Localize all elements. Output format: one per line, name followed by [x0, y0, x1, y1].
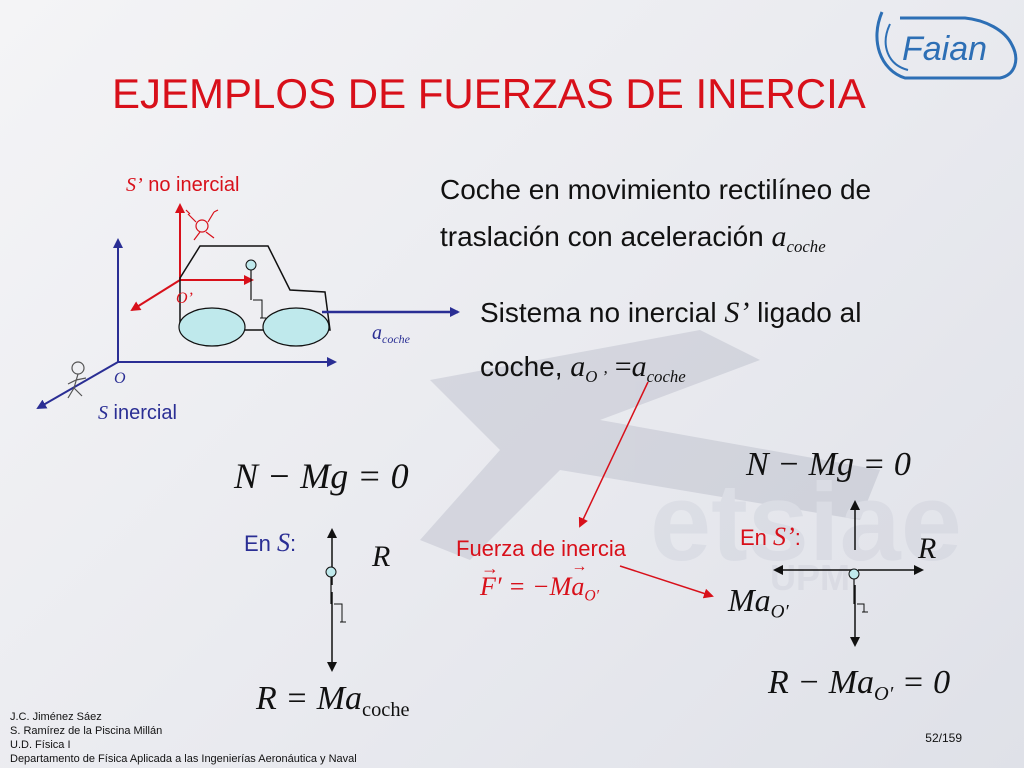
equation-n-mg-s: N − Mg = 0: [234, 456, 409, 496]
force-r-s-prime: R: [918, 532, 937, 565]
observer-s-icon: [67, 361, 87, 399]
svg-text:etsiae: etsiae: [650, 461, 962, 584]
free-body-diagram-s: [325, 528, 346, 672]
footer-credits: J.C. Jiménez Sáez S. Ramírez de la Pisci…: [10, 710, 357, 766]
footer-line: Departamento de Física Aplicada a las In…: [10, 753, 357, 765]
footer-line: U.D. Física I: [10, 739, 71, 751]
description-line2: traslación con aceleración acoche: [440, 220, 826, 256]
o-label: O: [114, 370, 126, 387]
noninertial-axes: [130, 203, 254, 312]
en-s-label: En S:: [244, 528, 297, 557]
car-icon: [178, 245, 331, 347]
description-line1: Coche en movimiento rectilíneo de: [440, 174, 872, 205]
s-inercial-label: S inercial: [98, 402, 177, 424]
equation-r-ma-coche: R = Macoche: [256, 680, 410, 722]
inertia-force-equation: F′→ = −Ma→O′: [480, 558, 600, 605]
a-coche-label: acoche: [372, 322, 410, 347]
o-prime-label: O’: [176, 290, 193, 307]
force-ma-o-prime: MaO′: [728, 582, 789, 623]
en-s-prime-label: En S’:: [740, 522, 801, 551]
footer-line: S. Ramírez de la Piscina Millán: [10, 725, 163, 737]
s-prime-label: S’ no inercial: [126, 174, 240, 196]
force-r-s: R: [372, 540, 391, 573]
footer-line: J.C. Jiménez Sáez: [10, 711, 102, 723]
inertia-force-label: Fuerza de inercia: [456, 536, 626, 561]
system-line2: coche, aO ’ =acoche: [480, 350, 686, 386]
system-line1: Sistema no inercial S’ ligado al: [480, 296, 862, 329]
equation-r-ma-o-prime: R − MaO′ = 0: [768, 664, 951, 706]
logo-text: Faian: [902, 30, 988, 68]
free-body-diagram-s-prime: [773, 500, 924, 647]
pointer-arrow-inertia: [619, 565, 714, 599]
page-title: EJEMPLOS DE FUERZAS DE INERCIA: [112, 70, 866, 117]
inertial-axes: [36, 238, 337, 409]
pointer-arrow-system: [578, 381, 649, 528]
faian-logo-icon: [875, 11, 1018, 80]
equation-n-mg-s-prime: N − Mg = 0: [746, 446, 911, 483]
page-number: 52/159: [925, 731, 962, 745]
observer-s-prime-icon: [185, 209, 219, 241]
svg-text:UPM: UPM: [770, 557, 850, 598]
